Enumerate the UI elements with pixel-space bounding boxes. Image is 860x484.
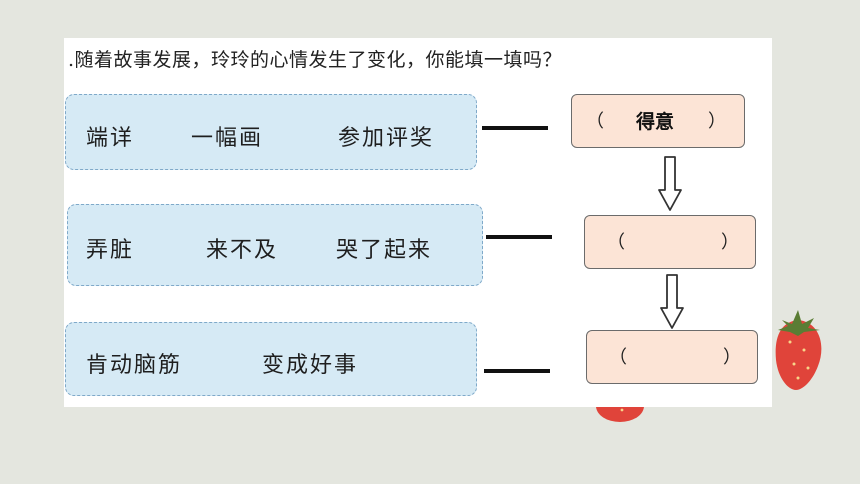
connector-line-row-1 [482,126,548,130]
open-paren: （ [609,347,627,368]
down-arrow-icon [658,156,682,211]
word-3-2: 变成好事 [262,353,359,378]
word-2-3: 哭了起来 [336,238,433,263]
connector-line-row-2 [486,235,552,239]
down-arrow-icon [660,274,684,329]
word-box-row-2: 弄脏 来不及 哭了起来 [67,204,483,286]
close-paren: ） [708,111,726,132]
connector-line-row-3 [484,369,550,373]
strawberry-icon [775,310,822,390]
word-1-2: 一幅画 [191,126,264,151]
close-paren: ） [723,347,741,368]
word-1-3: 参加评奖 [338,126,435,151]
word-box-row-3: 肯动脑筋 变成好事 [65,322,477,396]
feeling-box-row-3[interactable]: （ ） [586,330,758,384]
word-box-row-1: 端详 一幅画 参加评奖 [65,94,477,170]
word-1-1: 端详 [86,126,135,151]
open-paren: （ [607,232,625,253]
word-2-2: 来不及 [206,238,279,263]
question-text: .随着故事发展，玲玲的心情发生了变化，你能填一填吗？ [68,49,563,71]
feeling-answer-row-1: 得意 [636,111,675,133]
worksheet: .随着故事发展，玲玲的心情发生了变化，你能填一填吗？ 端详 一幅画 参加评奖 （… [64,38,772,407]
word-3-1: 肯动脑筋 [86,353,183,378]
feeling-box-row-1[interactable]: （ 得意 ） [571,94,745,148]
open-paren: （ [586,111,604,132]
feeling-box-row-2[interactable]: （ ） [584,215,756,269]
word-2-1: 弄脏 [86,238,135,263]
close-paren: ） [721,232,739,253]
